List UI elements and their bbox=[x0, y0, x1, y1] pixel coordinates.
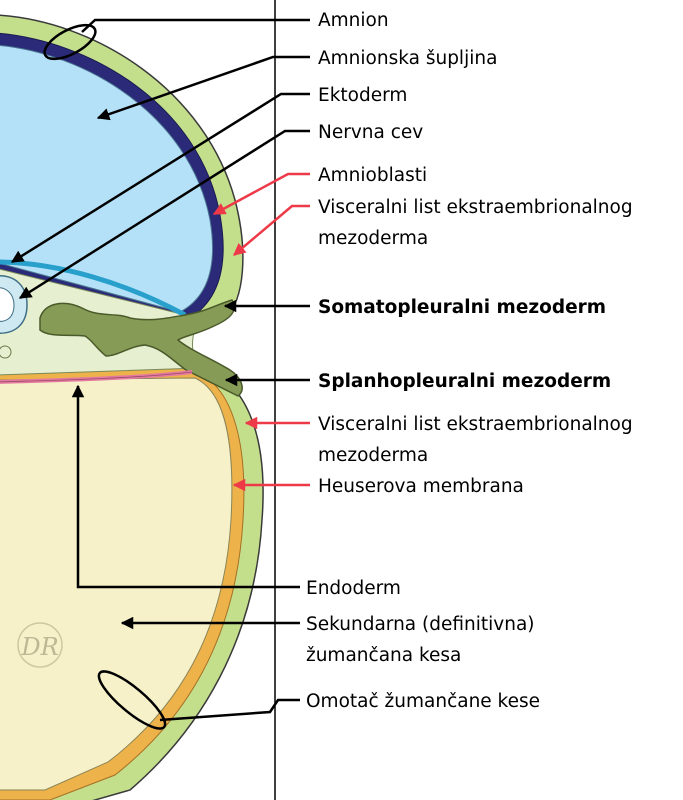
label-amnioblasti: Amnioblasti bbox=[318, 165, 427, 186]
pointer-amnionska-supljina bbox=[96, 55, 310, 121]
amniotic-cavity bbox=[0, 45, 213, 313]
endoderm-layer-outline bbox=[0, 371, 193, 383]
label-amnionska-supljina: Amnionska šupljina bbox=[318, 48, 497, 69]
label-somatopleuralni: Somatopleuralni mezoderm bbox=[318, 297, 606, 318]
label-ektoderm: Ektoderm bbox=[318, 85, 407, 106]
yolk-sac-envelope-marker-ellipse bbox=[97, 670, 167, 730]
pointer-visceralni-1 bbox=[233, 204, 310, 256]
label-visceralni-2-line1: Visceralni list ekstraembrionalnog bbox=[318, 414, 633, 435]
label-nervna-cev: Nervna cev bbox=[318, 122, 423, 143]
neural-tube-lumen bbox=[0, 287, 15, 322]
notochord bbox=[0, 345, 12, 359]
pointer-lines bbox=[10, 18, 310, 722]
pointer-nervna-cev bbox=[18, 129, 310, 300]
label-amnion: Amnion bbox=[318, 10, 389, 31]
pointer-omotac bbox=[159, 698, 300, 722]
anatomy-illustration: DR bbox=[0, 14, 264, 800]
pointer-endoderm bbox=[71, 384, 300, 589]
amnion-marker-ellipse bbox=[43, 23, 97, 61]
label-sekundarna-line1: Sekundarna (definitivna) bbox=[306, 614, 535, 635]
label-sekundarna-line2: žumančana kesa bbox=[306, 645, 461, 666]
label-visceralni-1-line2: mezoderma bbox=[318, 228, 428, 249]
ectoderm-layer bbox=[0, 259, 187, 318]
labels: Amnion Amnionska šupljina Ektoderm Nervn… bbox=[306, 10, 633, 712]
yolk-sac bbox=[0, 377, 233, 791]
pointer-amnion bbox=[81, 18, 310, 33]
label-endoderm: Endoderm bbox=[306, 578, 401, 599]
label-omotac: Omotač žumančane kese bbox=[306, 691, 540, 712]
label-heuserova: Heuserova membrana bbox=[318, 476, 524, 497]
dr-watermark: DR bbox=[17, 622, 63, 668]
label-visceralni-1-line1: Visceralni list ekstraembrionalnog bbox=[318, 197, 633, 218]
svg-text:DR: DR bbox=[20, 633, 58, 661]
pointer-amnioblasti bbox=[212, 172, 310, 216]
label-visceralni-2-line2: mezoderma bbox=[318, 445, 428, 466]
pointer-ektoderm bbox=[10, 92, 310, 264]
label-splanhopleuralni: Splanhopleuralni mezoderm bbox=[318, 371, 611, 392]
